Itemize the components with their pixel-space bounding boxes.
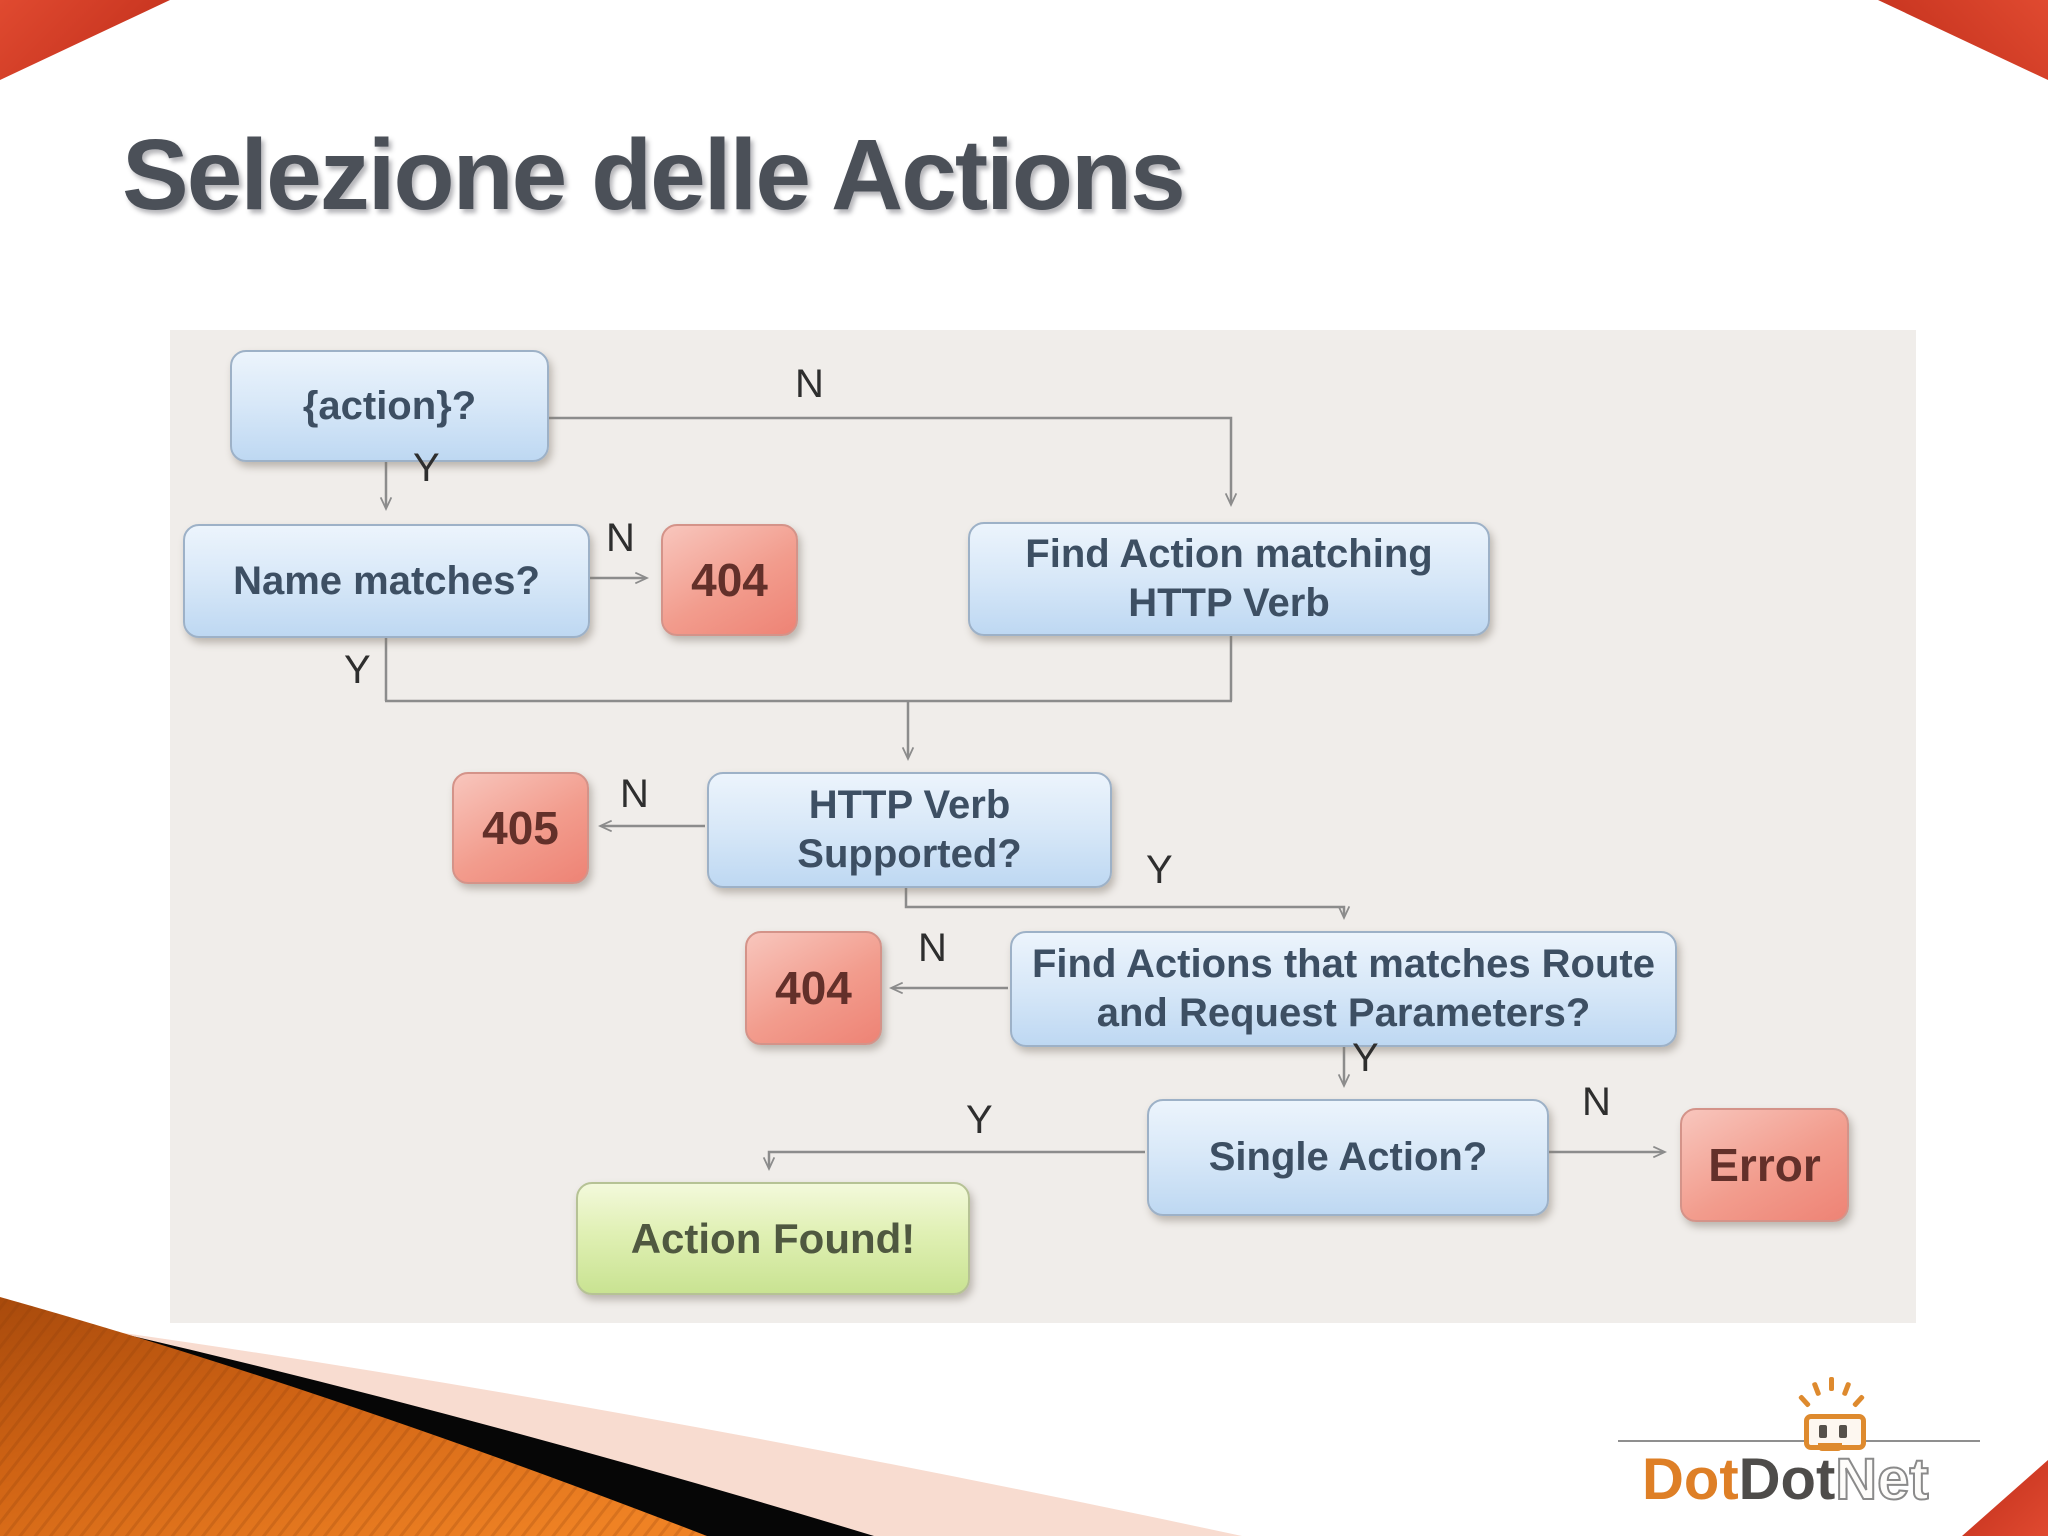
node-http-verb-supported: HTTP Verb Supported? <box>707 772 1112 888</box>
ray-icon <box>1851 1394 1866 1408</box>
edge-label-n-findactions-404: N <box>918 926 947 970</box>
edge-label-n-single-error: N <box>1582 1080 1611 1124</box>
node-action-question: {action}? <box>230 350 549 462</box>
plug-slot <box>1819 1425 1827 1438</box>
node-error: Error <box>1680 1108 1849 1222</box>
edge-label-n-verb-405: N <box>620 772 649 816</box>
ray-icon <box>1829 1377 1834 1391</box>
edge-label-n-action-verb: N <box>795 362 824 406</box>
ray-icon <box>1797 1394 1812 1408</box>
edge-label-y-name-merge: Y <box>344 648 371 692</box>
edge-label-y-verb-findactions: Y <box>1146 848 1173 892</box>
node-find-actions-route-params: Find Actions that matches Route and Requ… <box>1010 931 1677 1047</box>
logo-net: Net <box>1834 1446 1929 1513</box>
dotdotnet-logo: DotDotNet <box>1600 1360 2000 1513</box>
node-status-404-name: 404 <box>661 524 798 636</box>
node-action-found: Action Found! <box>576 1182 970 1295</box>
plug-base <box>1818 1443 1842 1451</box>
logo-wordmark: DotDotNet <box>1642 1446 1930 1513</box>
ray-icon <box>1841 1381 1852 1397</box>
edge-label-n-name-404: N <box>606 516 635 560</box>
node-find-action-http-verb: Find Action matching HTTP Verb <box>968 522 1490 636</box>
logo-dot1: Dot <box>1642 1447 1739 1512</box>
edge-label-y-action-name: Y <box>413 446 440 490</box>
plug-slot <box>1839 1425 1847 1438</box>
node-status-405: 405 <box>452 772 589 884</box>
node-name-matches: Name matches? <box>183 524 590 638</box>
node-single-action: Single Action? <box>1147 1099 1549 1216</box>
logo-dot2: Dot <box>1738 1447 1836 1512</box>
ray-icon <box>1811 1381 1822 1397</box>
slide-title: Selezione delle Actions <box>122 119 1186 231</box>
edge-label-y-findactions-single: Y <box>1352 1036 1379 1080</box>
dotdotnet-plug-icon <box>1797 1368 1890 1451</box>
node-status-404-route: 404 <box>745 931 882 1045</box>
logo-rule <box>1618 1440 1980 1442</box>
edge-label-y-single-found: Y <box>966 1098 993 1142</box>
